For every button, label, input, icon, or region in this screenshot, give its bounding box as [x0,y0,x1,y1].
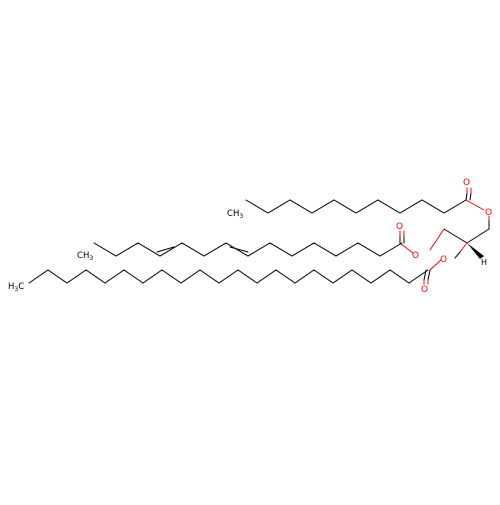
oxygen-atom-label: O [396,222,403,232]
svg-text:CH3: CH3 [77,251,93,262]
methyl-subscript: 3 [14,286,18,293]
methyl-group-middle: CH3 [77,251,93,262]
double-bond-line [156,246,175,253]
bond [465,199,485,211]
carbon-chain [28,269,429,284]
methyl-group-bottom: H3C [8,282,24,293]
carbon-chain [245,199,467,214]
bond [466,228,490,244]
methyl-group-top: CH3 [227,209,243,220]
carbon-chain [93,242,403,257]
bond [459,242,468,253]
acyl-chain-bottom [28,259,442,285]
acyl-chain-middle [93,230,414,257]
methyl-carbon-label: C [227,209,233,219]
methyl-carbon-label: C [18,282,24,292]
bond [399,242,414,254]
stereo-wedge-bond [467,243,484,259]
methyl-subscript: 3 [89,255,93,262]
methyl-carbon-label: C [77,251,83,261]
bond [465,192,468,201]
bond [469,192,472,201]
oxygen-atom-label: O [485,208,492,218]
oxygen-atom-label: O [440,255,447,265]
bond [429,228,445,251]
bond [443,228,468,244]
bond [429,259,442,271]
svg-text:H3C: H3C [8,282,24,293]
glycerol-backbone [429,215,490,259]
methyl-hydrogen-label: H [83,251,89,261]
double-bond-line [229,246,249,253]
oxygen-atom-label: O [412,251,419,261]
acyl-chain-top [245,187,485,214]
svg-text:CH3: CH3 [227,209,243,220]
oxygen-atom-label: O [421,285,428,295]
methyl-hydrogen-label: H [8,282,14,292]
bond [427,269,431,281]
stereo-hydrogen-label: H [481,258,487,267]
bond [454,251,461,259]
oxygen-atom-label: O [463,178,470,188]
methyl-hydrogen-label: H [233,209,239,219]
methyl-subscript: 3 [239,213,243,220]
